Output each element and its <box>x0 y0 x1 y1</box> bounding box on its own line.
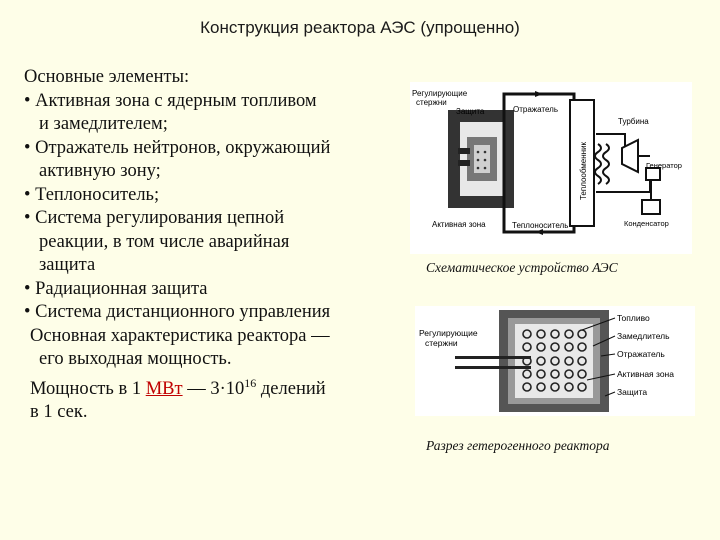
label-reflector: Отражатель <box>513 105 558 114</box>
label-shield: Защита <box>456 107 485 116</box>
bullet-radiation: • Радиационная защита <box>24 278 404 302</box>
label-core: Активная зона <box>432 220 486 229</box>
reactor-crosssection-diagram: Регулирующие стержни Топливо Замедлитель… <box>415 306 695 416</box>
characteristic-line1: Основная характеристика реактора — <box>30 325 330 346</box>
bullet-core: • Активная зона с ядерным топливом <box>24 90 404 114</box>
bullet-char: • <box>24 90 31 111</box>
bullet-text: Отражатель нейтронов, окружающий <box>35 137 331 158</box>
heading: Основные элементы: <box>24 67 190 87</box>
caption-reactor-crosssection: Разрез гетерогенного реактора <box>426 438 610 453</box>
bullet-text: Теплоноситель; <box>35 184 160 205</box>
bullet-control: • Система регулирования цепной <box>24 207 404 231</box>
characteristic-line2: его выходная мощность. <box>39 349 232 369</box>
label-shield: Защита <box>617 387 647 397</box>
label-turbine: Турбина <box>618 117 649 126</box>
condenser-shape <box>641 199 661 215</box>
label-control-rods-2: стержни <box>416 98 447 107</box>
bullet-reflector-cont: активную зону; <box>39 161 161 181</box>
label-heat-exchanger: Теплообменник <box>579 141 588 200</box>
bullet-text: Система дистанционного управления <box>35 302 331 322</box>
slide-title: Конструкция реактора АЭС (упрощенно) <box>200 18 520 37</box>
label-rods: Регулирующие <box>419 328 478 338</box>
mw-link[interactable]: МВт <box>145 378 183 399</box>
bullet-text: Радиационная защита <box>35 278 208 299</box>
bullet-text: Активная зона с ядерным топливом <box>35 90 317 111</box>
bullet-control-cont1: реакции, в том числе аварийная <box>39 231 290 252</box>
label-fuel: Топливо <box>617 313 650 323</box>
caption-npp-schematic: Схематическое устройство АЭС <box>426 260 618 275</box>
bullet-char: • <box>24 278 31 299</box>
bullet-char: • <box>24 302 31 322</box>
power-mid: — 3·10 <box>182 378 245 399</box>
power-line: Мощность в 1 МВт — 3·1016 делений <box>24 372 404 402</box>
bullet-coolant: • Теплоноситель; <box>24 184 404 208</box>
generator-shape <box>645 167 661 181</box>
label-generator: Генератор <box>646 161 682 170</box>
power-suffix: делений <box>256 378 326 399</box>
bullet-char: • <box>24 137 31 158</box>
power-exponent: 16 <box>244 375 257 390</box>
core-block <box>474 145 490 173</box>
bullet-reflector: • Отражатель нейтронов, окружающий <box>24 137 404 161</box>
label-reflector: Отражатель <box>617 349 665 359</box>
power-prefix: Мощность в 1 <box>30 378 146 399</box>
bullet-text: Система регулирования цепной <box>35 208 285 228</box>
bullet-remote: • Система дистанционного управления <box>24 301 404 325</box>
label-core: Активная зона <box>617 369 674 379</box>
label-rods-2: стержни <box>425 338 458 348</box>
label-moderator: Замедлитель <box>617 331 670 341</box>
bullet-char: • <box>24 208 31 228</box>
label-condenser: Конденсатор <box>624 219 669 228</box>
moderator-block <box>515 324 593 398</box>
label-control-rods: Регулирующие <box>412 89 468 98</box>
text-block: Основные элементы: • Активная зона с яде… <box>24 66 404 425</box>
bullet-char: • <box>24 184 31 205</box>
bullet-control-cont2: защита <box>39 255 96 275</box>
power-line2: в 1 сек. <box>30 402 88 423</box>
label-coolant: Теплоноситель <box>512 221 568 230</box>
turbine-shape <box>621 138 639 174</box>
bullet-core-cont: и замедлителем; <box>39 114 168 134</box>
npp-schematic-diagram: Регулирующие стержни Защита Отражатель А… <box>410 82 692 254</box>
